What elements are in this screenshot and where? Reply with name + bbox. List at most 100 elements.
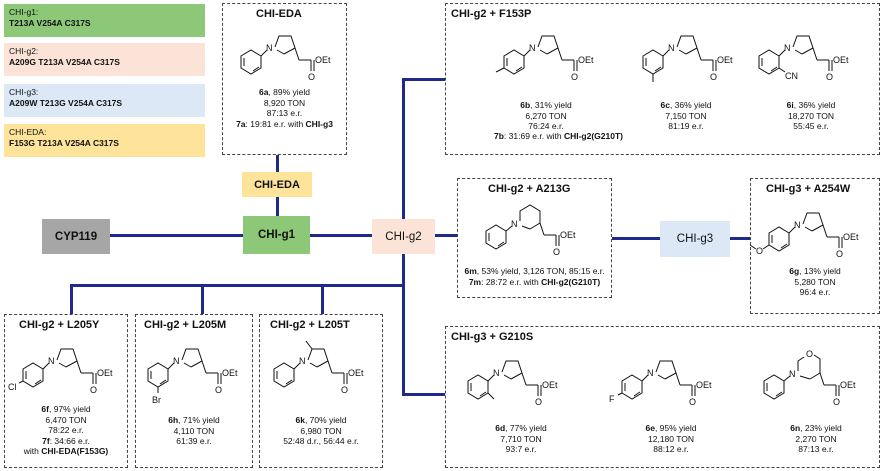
structure-6m: N O OEt — [485, 204, 576, 257]
box-chi-g2-l205y: CHI-g2 + L205Y Cl N O OEt 6f, 97% yield … — [4, 314, 128, 468]
atom-label: OEt — [315, 55, 331, 65]
connector-line — [70, 284, 405, 287]
atom-label: N — [511, 219, 518, 229]
legend-g3: CHI-g3: A209W T213G V254A C317S — [4, 84, 205, 117]
legend-mutations: A209G T213A V254A C317S — [9, 57, 120, 67]
connector-line — [730, 237, 750, 240]
box-title: CHI-g2 + A213G — [488, 183, 571, 195]
atom-label: O — [826, 72, 833, 82]
result-caption: 6a, 89% yield 8,920 TON 87:13 e.r. 7a: 1… — [236, 87, 333, 129]
connector-line — [276, 197, 279, 216]
atom-label: OEt — [578, 55, 594, 65]
atom-label: OEt — [222, 368, 238, 378]
box-chi-g2-l205m: CHI-g2 + L205M Br N O OEt 6h, 71% yield … — [135, 314, 253, 468]
atom-label: O — [215, 385, 222, 395]
box-chi-g3-a254w: CHI-g3 + A254W O N O OEt 6g, 13% yield 5… — [749, 178, 880, 314]
connector-line — [435, 234, 457, 237]
box-title: CHI-g2 + F153P — [451, 8, 532, 20]
structure-6n: N O O OEt — [763, 349, 856, 407]
connector-line — [321, 284, 324, 314]
atom-label: N — [668, 43, 675, 53]
legend-title: CHI-g2: — [9, 46, 39, 56]
result-caption-6i: 6i, 36% yield 18,270 TON 55:45 e.r. — [786, 100, 836, 131]
legend-mutations: T213A V254A C317S — [9, 18, 91, 28]
structure-6b: N O OEt — [495, 35, 594, 82]
atom-label: OEt — [717, 55, 733, 65]
box-title: CHI-g2 + L205Y — [19, 319, 100, 331]
structure-6k: N O OEt — [273, 340, 364, 395]
result-caption-6n: 6n, 23% yield 2,270 TON 87:13 e.r. — [790, 423, 842, 454]
atom-label: OEt — [560, 230, 576, 240]
result-caption-6e: 6e, 95% yield 12,180 TON 88:12 e.r. — [645, 423, 697, 454]
box-title: CHI-g2 + L205T — [270, 319, 350, 331]
box-title: CHI-EDA — [256, 8, 302, 20]
connector-line — [612, 237, 660, 240]
legend-mutations: A209W T213G V254A C317S — [9, 98, 123, 108]
atom-label: O — [710, 72, 717, 82]
structure-6c: N O OEt — [642, 35, 733, 82]
box-chi-g3-g210s: CHI-g3 + G210S N O OEt F N O OEt N O — [445, 326, 880, 468]
result-caption-6m: 6m, 53% yield, 3,126 TON, 85:15 e.r. 7m:… — [464, 266, 605, 287]
atom-label: OEt — [833, 55, 849, 65]
atom-label: CN — [785, 71, 798, 81]
box-chi-g2-f153p: CHI-g2 + F153P N O OEt N O OEt CN N — [445, 3, 880, 155]
box-title: CHI-g2 + L205M — [144, 319, 227, 331]
atom-label: N — [529, 43, 536, 53]
legend-title: CHI-g3: — [9, 87, 39, 97]
atom-label: N — [266, 43, 273, 53]
atom-label: O — [308, 72, 315, 82]
atom-label: N — [493, 368, 500, 378]
connector-line — [276, 154, 279, 172]
atom-label: O — [833, 397, 840, 407]
box-chi-g2-l205t: CHI-g2 + L205T N O OEt 6k, 70% yield 6,9… — [259, 314, 383, 468]
atom-label: O — [836, 249, 843, 259]
node-chi-g3: CHI-g3 — [660, 221, 730, 257]
node-chi-g2: CHI-g2 — [372, 219, 435, 254]
atom-label: Cl — [8, 382, 17, 392]
legend-title: CHI-g1: — [9, 7, 39, 17]
result-caption-6d: 6d, 77% yield 7,710 TON 93:7 e.r. — [495, 423, 547, 454]
structure-6e: F N O OEt — [609, 360, 712, 407]
result-caption-6b: 6b, 31% yield 6,270 TON 76:24 e.r. — [520, 100, 572, 131]
structure-6f: Cl N O OEt — [8, 348, 113, 395]
atom-label: OEt — [696, 380, 712, 390]
atom-label: OEt — [97, 368, 113, 378]
atom-label: N — [173, 356, 180, 366]
connector-line — [70, 284, 73, 314]
box-chi-g2-a213g: CHI-g2 + A213G N O OEt 6m, 53% yield, 3,… — [457, 178, 612, 298]
result-note-7b: 7b: 31:69 e.r. with CHI-g2(G210T) — [494, 131, 623, 141]
connector-line — [110, 234, 245, 237]
structure-6g: O N O OEt — [749, 212, 859, 259]
atom-label: O — [689, 397, 696, 407]
legend-mutations: F153G T213A V254A C317S — [9, 138, 119, 148]
result-caption-6h: 6h, 71% yield 4,110 TON 61:39 e.r. — [168, 415, 220, 446]
connector-line — [402, 78, 445, 81]
result-caption-6f: 6f, 97% yield 6,470 TON 78:22 e.r. 7f: 3… — [23, 404, 109, 456]
atom-label: N — [48, 356, 55, 366]
structure-6h: Br N O OEt — [147, 348, 238, 405]
atom-label: OEt — [840, 380, 856, 390]
atom-label: OEt — [843, 232, 859, 242]
box-title: CHI-g3 + A254W — [766, 183, 851, 195]
connector-line — [201, 284, 204, 314]
atom-label: O — [806, 349, 813, 359]
atom-label: N — [647, 368, 654, 378]
structure-6d: N O OEt — [467, 360, 558, 407]
node-chi-g1: CHI-g1 — [243, 216, 310, 254]
result-caption-6k: 6k, 70% yield 6,980 TON 52:48 d.r., 56:4… — [283, 415, 359, 446]
atom-label: N — [299, 356, 306, 366]
atom-label: O — [341, 385, 348, 395]
structure-6a: N O OEt — [240, 35, 331, 82]
legend-g2: CHI-g2: A209G T213A V254A C317S — [4, 43, 205, 76]
atom-label: O — [756, 246, 763, 256]
legend-eda: CHI-EDA: F153G T213A V254A C317S — [4, 124, 205, 157]
box-chi-eda: CHI-EDA N O OEt 6a, 89% yield 8,920 TON … — [222, 3, 347, 155]
legend-g1: CHI-g1: T213A V254A C317S — [4, 4, 205, 37]
result-caption-6c: 6c, 36% yield 7,150 TON 81:19 e.r. — [660, 100, 712, 131]
atom-label: Br — [152, 395, 161, 405]
atom-label: N — [784, 43, 791, 53]
atom-label: O — [535, 397, 542, 407]
legend-title: CHI-EDA: — [9, 127, 47, 137]
atom-label: O — [571, 72, 578, 82]
result-caption-6g: 6g, 13% yield 5,280 TON 96:4 e.r. — [789, 266, 841, 297]
